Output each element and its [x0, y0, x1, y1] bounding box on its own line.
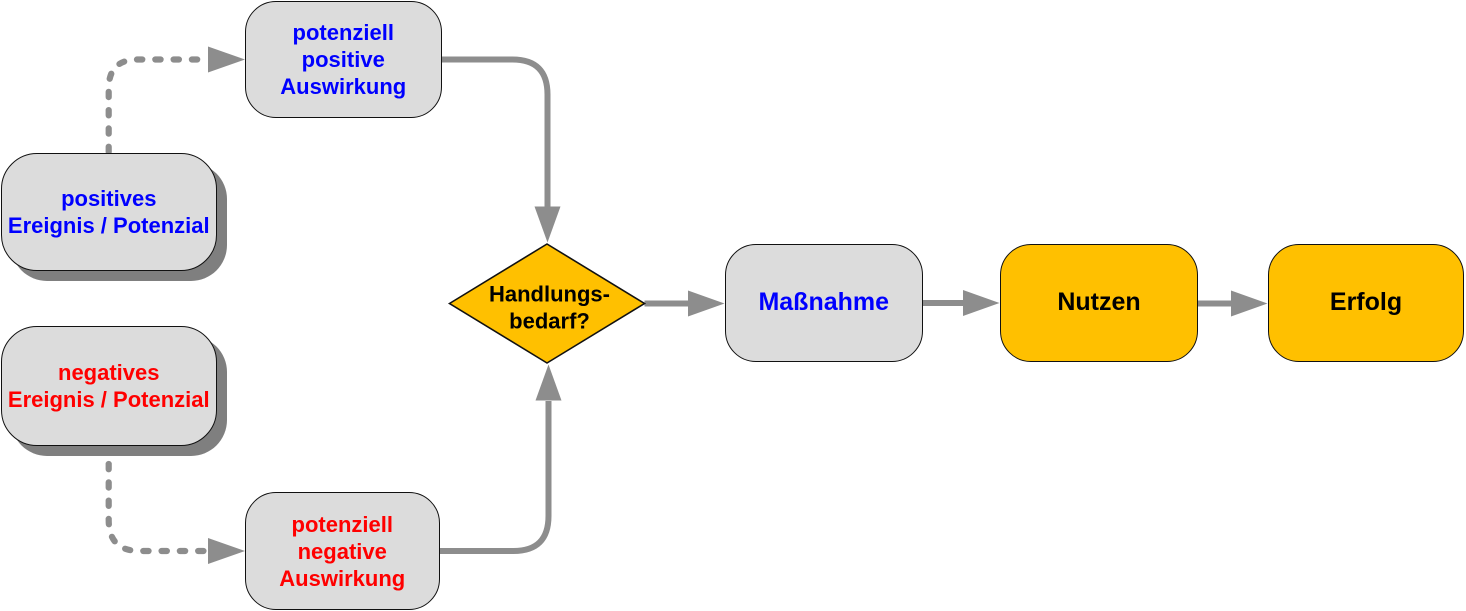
svg-text:Handlungs-: Handlungs- [489, 282, 610, 307]
svg-text:bedarf?: bedarf? [509, 309, 590, 334]
